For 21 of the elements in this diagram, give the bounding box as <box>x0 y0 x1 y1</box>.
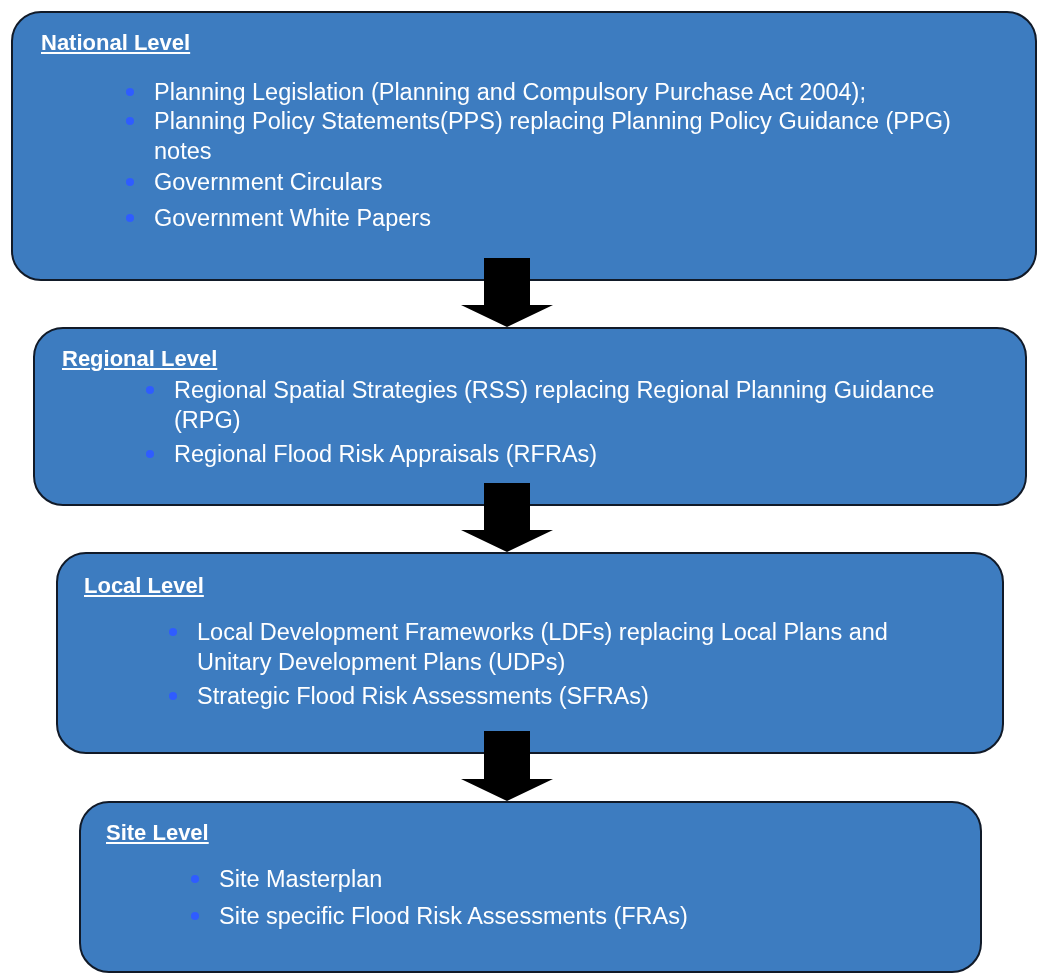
level-heading: Site Level <box>106 821 209 845</box>
bullet-item: Site Masterplan <box>191 864 919 894</box>
level-heading: Local Level <box>84 574 204 598</box>
block-arrow <box>461 258 553 327</box>
bullet-item: Site specific Flood Risk Assessments (FRAs) <box>191 901 919 931</box>
bullet-item: Local Development Frameworks (LDFs) replacing Local Plans and Unitary Development Plans (UDPs) <box>169 617 942 677</box>
level-heading: National Level <box>41 31 191 55</box>
level-box <box>33 327 1027 506</box>
bullet-item: Government Circulars <box>126 167 1014 197</box>
bullet-item: Strategic Flood Risk Assessments (SFRAs) <box>169 681 942 711</box>
bullet-item: Regional Spatial Strategies (RSS) replacing Regional Planning Guidance (RPG) <box>146 375 989 435</box>
level-box <box>56 552 1004 754</box>
block-arrow <box>461 483 553 552</box>
level-box <box>79 801 982 973</box>
bullet-item: Planning Legislation (Planning and Compulsory Purchase Act 2004); <box>126 77 1014 107</box>
bullet-item: Government White Papers <box>126 203 1014 233</box>
bullet-item: Regional Flood Risk Appraisals (RFRAs) <box>146 439 989 469</box>
level-box <box>11 11 1037 281</box>
block-arrow <box>461 731 553 801</box>
bullet-item: Planning Policy Statements(PPS) replacing Planning Policy Guidance (PPG) notes <box>126 106 1014 166</box>
level-heading: Regional Level <box>62 347 218 371</box>
